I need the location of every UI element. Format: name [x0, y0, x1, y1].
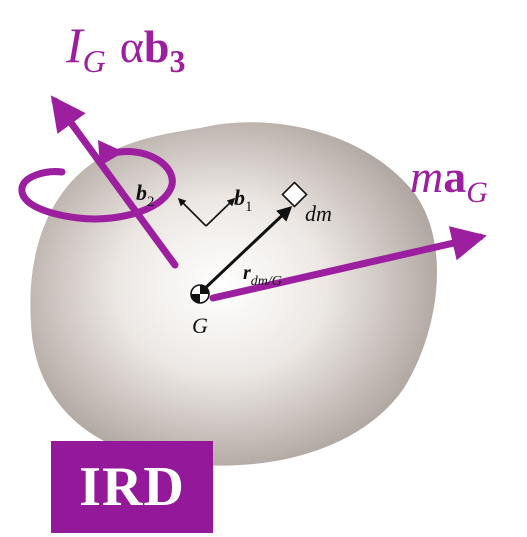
b3-axis-arrow — [50, 95, 179, 269]
ird-badge-label: IRD — [79, 456, 185, 518]
b1-axis-arrow — [205, 197, 236, 227]
position-vector-label: rdm/G — [243, 262, 282, 289]
position-vector-arrow — [198, 205, 293, 295]
rotation-swirl — [18, 148, 176, 223]
b2-label: b2 — [136, 180, 155, 210]
mass-element-dm — [281, 181, 308, 208]
b1-label: b1 — [234, 185, 253, 215]
dm-label: dm — [305, 201, 332, 226]
ird-badge: IRD — [51, 441, 213, 533]
center-of-mass-icon — [190, 284, 210, 304]
ma-g-label: maG — [410, 151, 488, 209]
rotation-arrowhead — [98, 140, 124, 166]
center-of-mass-label: G — [192, 313, 208, 338]
b2-axis-arrow — [177, 197, 207, 227]
acceleration-vector-arrow — [209, 226, 487, 302]
